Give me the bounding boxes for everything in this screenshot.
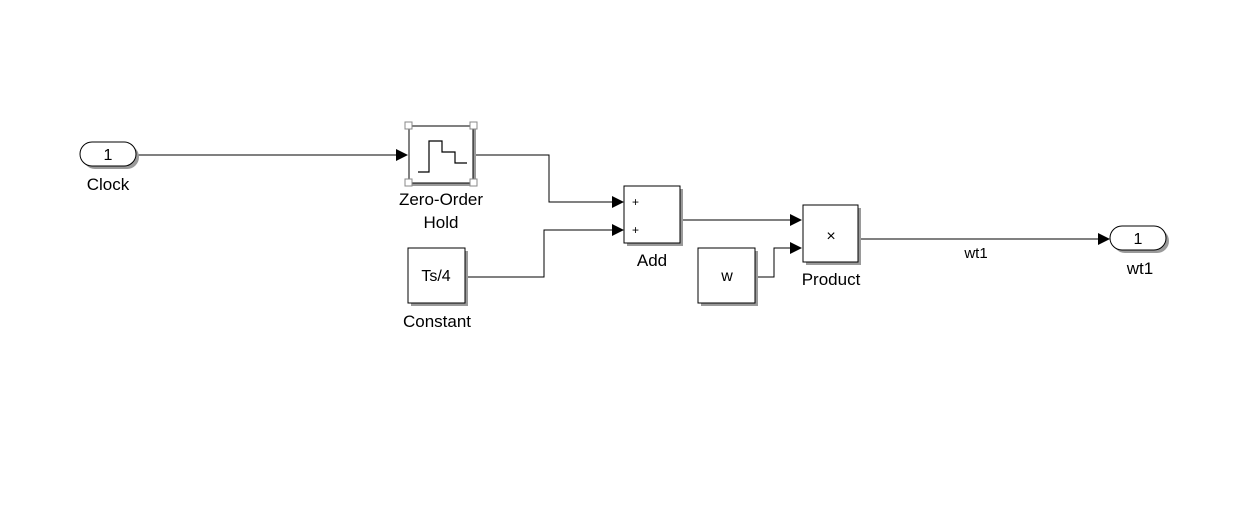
wire-w-to-product[interactable] — [756, 247, 790, 278]
wire-product-to-wt1-arrow — [1098, 233, 1110, 245]
inport-clock-number: 1 — [104, 147, 113, 164]
w-value: w — [720, 268, 733, 285]
product-label: Product — [802, 270, 861, 289]
constant-label: Constant — [403, 312, 471, 331]
outport-wt1-label: wt1 — [1126, 259, 1153, 278]
inport-clock[interactable]: 1 — [79, 141, 139, 169]
outport-wt1[interactable]: 1 — [1109, 225, 1169, 253]
zero-order-hold-label-line1: Zero-Order — [399, 190, 483, 209]
selection-handle-tl[interactable] — [404, 121, 413, 130]
wire-zoh-to-add-arrow — [612, 196, 624, 208]
add-block[interactable]: + + — [623, 185, 683, 246]
wire-constant-to-add-arrow — [612, 224, 624, 236]
signal-lines — [137, 149, 1110, 278]
wire-w-to-product-arrow — [790, 242, 802, 254]
inport-clock-label: Clock — [87, 175, 130, 194]
wire-zoh-to-add[interactable] — [475, 154, 612, 203]
multiply-icon: × — [826, 228, 835, 245]
constant-value: Ts/4 — [421, 268, 450, 285]
staircase-icon — [418, 140, 467, 173]
zero-order-hold-block[interactable] — [404, 121, 478, 187]
selection-handle-bl[interactable] — [404, 178, 413, 187]
zero-order-hold-label-line2: Hold — [424, 213, 459, 232]
w-block[interactable]: w — [697, 247, 758, 306]
add-label: Add — [637, 251, 667, 270]
signal-label-wt1[interactable]: wt1 — [963, 245, 987, 262]
add-sign-1: + — [632, 195, 639, 209]
selection-handle-br[interactable] — [469, 178, 478, 187]
constant-block[interactable]: Ts/4 — [407, 247, 468, 306]
wire-add-to-product-arrow — [790, 214, 802, 226]
outport-wt1-number: 1 — [1134, 231, 1143, 248]
product-block[interactable]: × — [802, 204, 861, 265]
wire-clock-to-zoh-arrow — [396, 149, 408, 161]
add-sign-2: + — [632, 223, 639, 237]
wire-constant-to-add[interactable] — [466, 229, 612, 278]
selection-handle-tr[interactable] — [469, 121, 478, 130]
